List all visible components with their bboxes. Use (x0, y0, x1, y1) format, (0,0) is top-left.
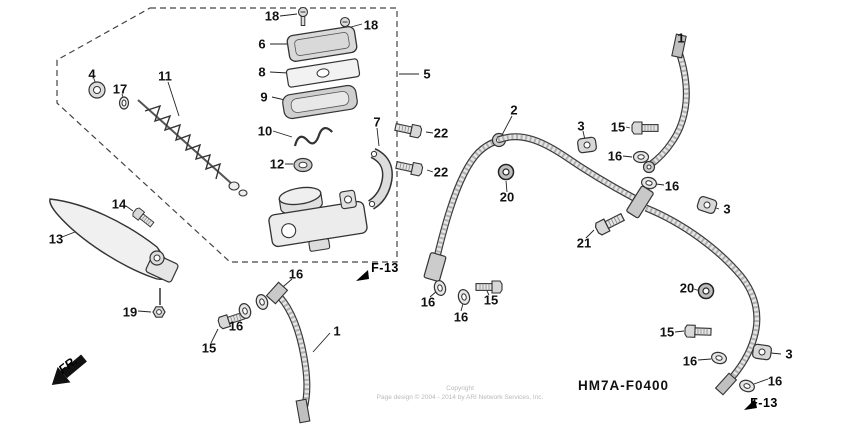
part-callout[interactable]: 5 (423, 66, 431, 82)
master-cylinder-body (268, 186, 368, 252)
piston-spring (137, 99, 248, 197)
reservoir-diaphragm (282, 84, 358, 120)
sealing-washer (737, 377, 757, 395)
fr-direction-arrow (51, 354, 87, 385)
part-callout[interactable]: 16 (664, 178, 680, 194)
brake-hose-main (496, 133, 761, 396)
retainer-clip (293, 127, 334, 147)
hose-clamp (751, 343, 773, 361)
part-callout[interactable]: 2 (510, 102, 518, 118)
copyright-line2: Page design © 2004 - 2014 by ARI Network… (376, 393, 544, 401)
page-ref-f13-right: F-13 (750, 396, 778, 410)
diagram-code: HM7A-F0400 (578, 378, 670, 393)
part-callout[interactable]: 3 (723, 201, 731, 217)
flange-bolt (393, 120, 423, 139)
part-callout[interactable]: 17 (112, 81, 128, 97)
part-callout[interactable]: 8 (258, 64, 266, 80)
hose-clamp (576, 136, 598, 154)
reservoir-cover (286, 26, 358, 62)
joint-bolt (593, 210, 627, 237)
piston-boot (88, 81, 106, 99)
reservoir-screw (297, 6, 309, 27)
page-ref-f13-left: F-13 (371, 261, 399, 275)
lever-pivot-bolt (131, 206, 156, 230)
banjo-bolt (684, 324, 712, 339)
pivot-nut (152, 306, 166, 318)
brake-hose-lower (265, 281, 311, 424)
piston-washer (118, 96, 130, 110)
brake-hose-center (423, 132, 507, 282)
part-callout[interactable]: 15 (659, 324, 675, 340)
part-callout[interactable]: 15 (483, 292, 499, 308)
part-callout[interactable]: 1 (333, 323, 341, 339)
part-callout[interactable]: 16 (453, 309, 469, 325)
part-callout[interactable]: 9 (260, 89, 268, 105)
part-callout[interactable]: 16 (228, 318, 244, 334)
part-callout[interactable]: 1 (677, 30, 685, 46)
hose-clamp (695, 194, 719, 216)
banjo-bolt (475, 280, 503, 294)
lever-bracket (367, 148, 393, 210)
hose-grommet (497, 163, 515, 181)
part-callout[interactable]: 20 (679, 280, 695, 296)
part-callout[interactable]: 10 (257, 123, 273, 139)
part-callout[interactable]: 21 (576, 235, 592, 251)
sealing-washer (709, 350, 729, 366)
sealing-washer (456, 287, 472, 307)
copyright-line1: Copyright (446, 385, 474, 392)
part-callout[interactable]: 20 (499, 189, 515, 205)
part-callout[interactable]: 16 (288, 266, 304, 282)
reservoir-plate (285, 58, 361, 88)
part-callout[interactable]: 22 (433, 164, 449, 180)
part-callout[interactable]: 18 (264, 8, 280, 24)
part-callout[interactable]: 3 (577, 118, 585, 134)
part-callout[interactable]: 18 (363, 17, 379, 33)
part-callout[interactable]: 19 (122, 304, 138, 320)
part-callout[interactable]: 15 (610, 119, 626, 135)
flange-bolt (394, 158, 424, 177)
hose-grommet (697, 282, 715, 300)
part-callout[interactable]: 14 (111, 196, 127, 212)
grommet-washer (293, 157, 313, 173)
part-callout[interactable]: 6 (258, 36, 266, 52)
part-callout[interactable]: 16 (420, 294, 436, 310)
brake-lever (49, 198, 179, 305)
sealing-washer (432, 278, 448, 298)
part-callout[interactable]: 16 (607, 148, 623, 164)
part-callout[interactable]: 16 (682, 353, 698, 369)
part-callout[interactable]: 13 (48, 231, 64, 247)
brake-hose-upper (642, 33, 690, 174)
part-callout[interactable]: 15 (201, 340, 217, 356)
part-callout[interactable]: 16 (767, 373, 783, 389)
part-callout[interactable]: 22 (433, 125, 449, 141)
part-callout[interactable]: 7 (373, 114, 381, 130)
copyright-text: Copyright Page design © 2004 - 2014 by A… (375, 385, 545, 403)
part-callout[interactable]: 3 (785, 346, 793, 362)
banjo-bolt (631, 121, 659, 135)
part-callout[interactable]: 11 (158, 68, 172, 84)
sealing-washer (632, 150, 650, 164)
dashed-group-outline (56, 7, 398, 263)
pageref-arrow-right (744, 399, 757, 410)
part-callout[interactable]: 12 (269, 156, 285, 172)
part-callout[interactable]: 4 (88, 66, 96, 82)
pageref-arrow-left (356, 270, 369, 281)
